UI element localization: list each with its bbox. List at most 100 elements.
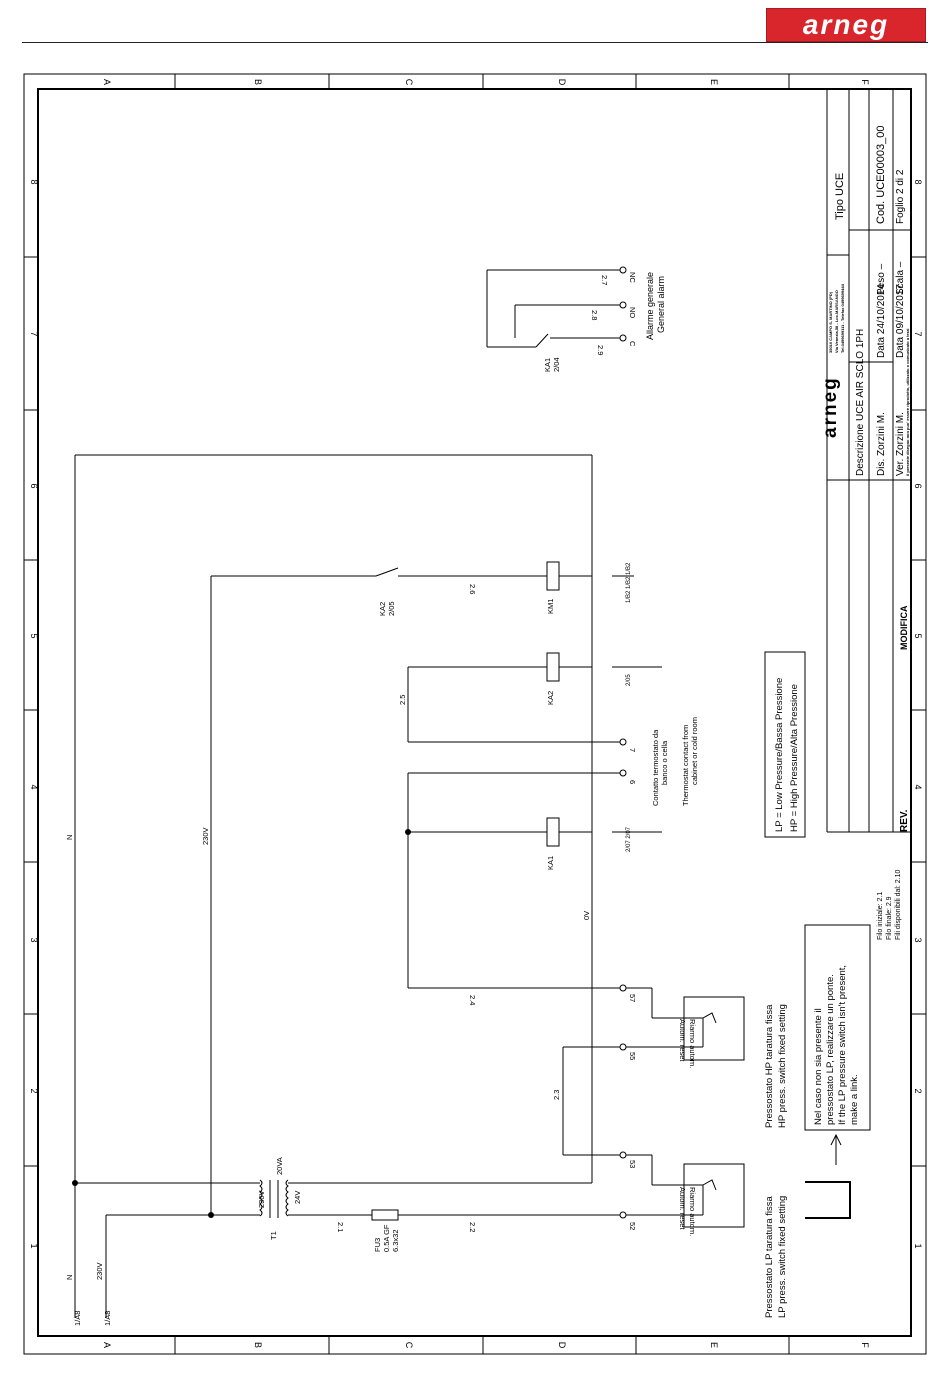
ka1-contact-ref: 2/04 [552,357,561,372]
wire-26: 2.6 [468,584,477,594]
reset-note: Riarmo autom. [688,1187,697,1236]
row-number: 2 [913,1088,923,1093]
lp-switch-note: LP press. switch fixed setting [777,1196,788,1318]
link-bracket [805,1181,851,1219]
hp-switch-note: HP press. switch fixed setting [777,1004,788,1128]
wire-info: Filo iniziale: 2.1 Filo finale: 2.9 Fili… [877,869,902,940]
row-number: 5 [913,633,923,638]
ka2-ref: 2/05 [626,674,632,686]
foglio-field: Foglio 2 di 2 [895,169,906,224]
row-number: 7 [913,331,923,336]
fuse-fu3 [371,1209,399,1221]
km1-coil [546,561,560,591]
wiring [74,269,704,1318]
km1-ref: 1/B2 1/B2 1/B2 [626,562,632,603]
wire-info-end: Filo finale: 2.9 [886,896,893,940]
outer-frame [23,73,927,1355]
data2-field: Data 09/10/2017 [895,284,906,358]
wire-28: 2.8 [590,310,599,320]
contact-no: NO [628,307,637,318]
col-letter: F [860,79,870,85]
ref-1a8-b: 1/A8 [103,1311,112,1326]
thermostat-note: banco o cella [660,740,669,785]
bottom-letters: A B C D E F [102,1342,870,1349]
terminal-57: 57 [628,994,637,1002]
wire-info-start: Filo iniziale: 2.1 [877,892,884,940]
company-address: Tel.0499699111 - Telefax 0499699444 [840,283,845,353]
ka1-contact-label: KA1 [543,358,552,372]
reset-note: Autom. reset [678,1187,687,1230]
ka2-contact-label: KA2 [378,602,387,616]
rev-label: REV. [899,809,910,832]
peso-field: Peso – [876,263,887,295]
header-rule [22,42,928,43]
t1-primary: 230V [257,1190,266,1208]
ver-field: Ver. Zorzini M. [895,412,906,476]
row-number: 5 [29,633,39,638]
col-letter: E [709,1342,719,1348]
row-number: 4 [913,784,923,789]
fu3-rating: 0.5A GF [382,1224,391,1252]
switch-notes: Pressostato LP taratura fissa LP press. … [764,1004,788,1318]
pressure-switches [683,996,745,1228]
0v-bus-label: 0V [582,911,591,920]
ka2-coil [546,652,560,682]
col-letter: C [404,1342,414,1349]
contact-c: C [628,341,637,347]
arneg-logo: arneg [766,8,926,42]
wire-info-free: Fili disponibili dal: 2.10 [895,869,902,940]
reset-note: Riarmo autom. [688,1019,697,1068]
note-arrowhead [830,1133,842,1146]
col-letter: D [557,1342,567,1349]
col-letter: B [253,79,263,85]
row-number: 2 [29,1088,39,1093]
row-number: 3 [913,937,923,942]
wire-21: 2.1 [336,1222,345,1232]
cod-field: Cod. UCE00003_00 [875,126,887,224]
company-address: 35010 CAMPO S. MARTINO (PD) [828,291,833,353]
junctions [72,829,411,1218]
thermostat-note: Contatto termostato da [651,729,660,806]
col-letter: F [860,1342,870,1348]
terminal-7: 7 [628,748,637,752]
wire-25: 2.5 [398,695,407,705]
t1-secondary: 24V [293,1191,302,1204]
ka2-coil-label: KA2 [546,691,555,705]
wire-27: 2.7 [600,275,609,285]
row-number: 6 [29,483,39,488]
wire-24: 2.4 [468,995,477,1005]
modifica-label: MODIFICA [899,605,909,650]
ka1-coil [546,817,560,847]
schematic-labels: N 230V 1/A8 1/A8 N 230V 0V T1 20VA 230V … [65,272,699,1326]
top-letters: A B C D E F [102,79,870,86]
ka1-ref: 2/07 2/07 [626,826,632,852]
col-letter: B [253,1342,263,1348]
alarm-note: General alarm [656,276,666,333]
col-letter: E [709,79,719,85]
bridge-note-line: make a link. [849,1074,860,1125]
feed-230-label: 230V [95,1262,104,1280]
col-letter: A [102,79,112,85]
zone-ticks [24,74,926,1354]
fu3-size: 6.3x32 [391,1229,400,1252]
ka2-contact-ref: 2/05 [387,601,396,616]
scala-field: Scala – [895,261,906,295]
row-number: 3 [29,937,39,942]
inner-frame [37,88,912,1337]
title-block-text: arneg 35010 CAMPO S. MARTINO (PD) Via Ve… [820,126,910,832]
contact-nc: NC [628,272,637,283]
terminal-53: 53 [628,1160,637,1168]
row-number: 1 [29,1243,39,1248]
title-logo-text: arneg [820,376,841,438]
coil-leads [540,575,566,833]
ka2-contact [372,567,399,577]
ref-1a8-a: 1/A8 [73,1311,82,1326]
hp-switch-note: Pressostato HP taratura fissa [764,1004,775,1128]
ka1-contact [535,333,549,348]
t1-label: T1 [269,1231,278,1240]
row-number: 8 [913,179,923,184]
row-number: 4 [29,784,39,789]
alarm-note: Allarme generale [645,272,655,340]
wire-22: 2.2 [468,1222,477,1232]
